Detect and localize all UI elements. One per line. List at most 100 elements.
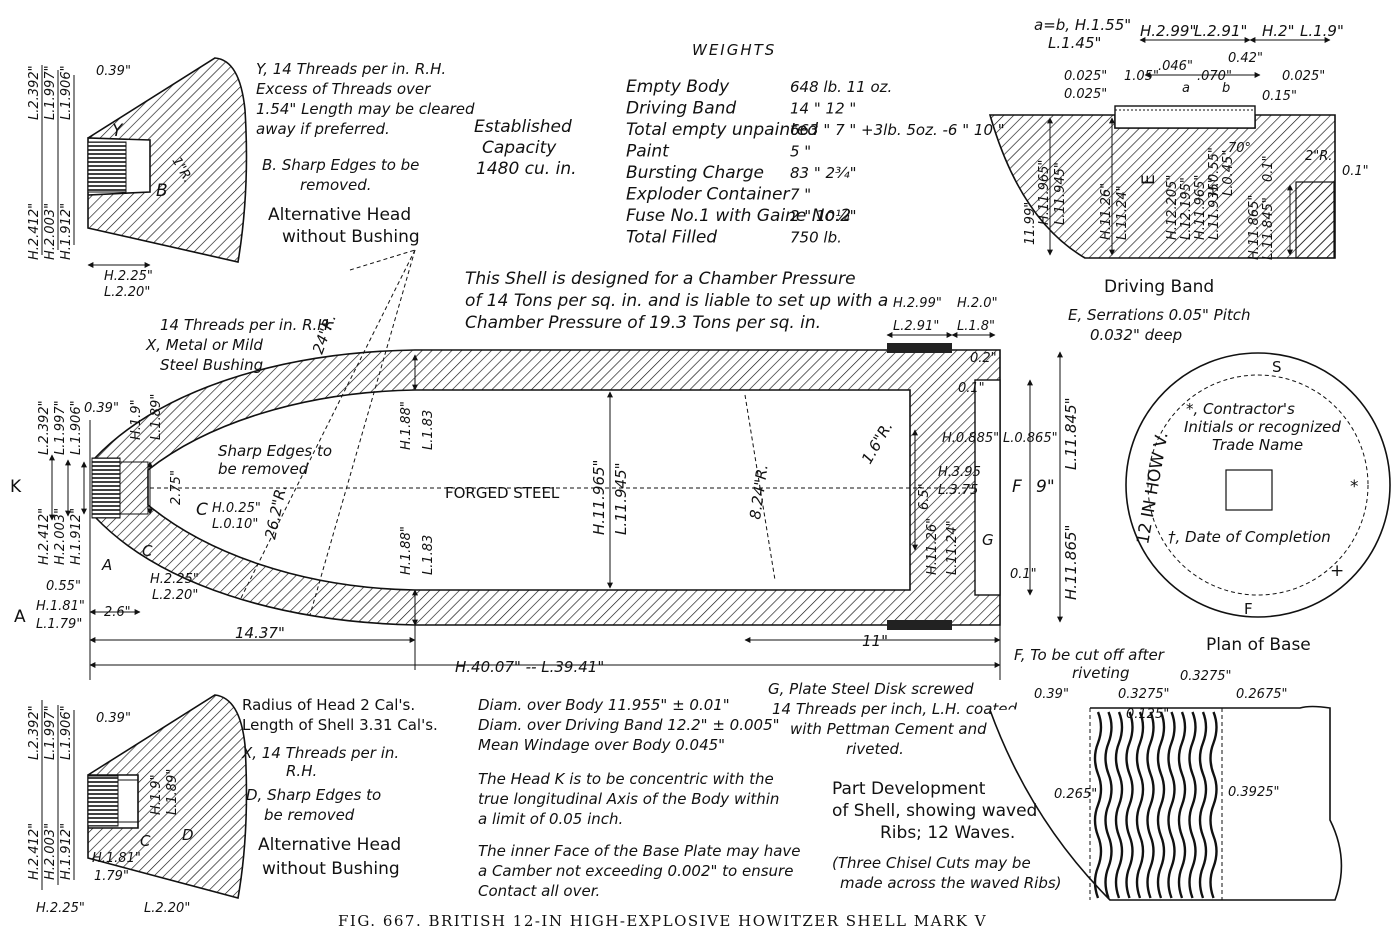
dev-title: Ribs; 12 Waves. xyxy=(880,823,1015,843)
rib xyxy=(1188,711,1197,899)
note-b: removed. xyxy=(300,176,372,194)
weight-value: 750 lb. xyxy=(790,229,842,247)
body-dim: L.1.83 xyxy=(421,410,436,450)
center-note: Diam. over Driving Band 12.2" ± 0.005" xyxy=(478,716,780,734)
c-label: C xyxy=(140,832,151,850)
db-dim: L.11.945" xyxy=(1053,162,1068,225)
note-y: away if preferred. xyxy=(256,120,390,138)
weight-value: 648 lb. 11 oz. xyxy=(790,78,892,96)
c-note: L.0.10" xyxy=(212,517,258,532)
base-dim: H.3.95 xyxy=(938,465,981,480)
plan-of-base-title: Plan of Base xyxy=(1206,635,1311,655)
weight-item: Bursting Charge xyxy=(626,163,764,183)
db-dim: 0.025" xyxy=(1282,69,1325,84)
body-dim: H.1.88" xyxy=(399,401,414,450)
alt-head-title: without Bushing xyxy=(262,859,400,879)
dev-dim: 0.39" xyxy=(1034,687,1069,702)
weight-value: 14 " 12 " xyxy=(790,100,856,118)
b-label: B xyxy=(156,181,168,201)
rib xyxy=(1209,711,1218,899)
db-dim: .046" xyxy=(1158,59,1193,74)
radius-label: 8.24"R. xyxy=(746,463,772,520)
sharp-edges-note: Sharp Edges to xyxy=(218,442,332,460)
radius-label: 1.6"R. xyxy=(858,418,897,467)
head-dim: H.2.003" xyxy=(53,508,68,565)
bl-text: D, Sharp Edges to xyxy=(246,786,381,804)
alt-head-title: Alternative Head xyxy=(268,205,411,225)
c-note: H.0.25" xyxy=(212,501,261,516)
main-shell-section xyxy=(49,249,1063,680)
note-x-line: Steel Bushing xyxy=(160,356,263,374)
waved-ribs xyxy=(1093,711,1218,899)
db-dim: H.12.205" xyxy=(1165,175,1180,240)
capacity-line: 1480 cu. in. xyxy=(476,159,577,179)
db-dim: 0.15" xyxy=(1262,89,1297,104)
head-dim: L.1.89" xyxy=(149,394,164,440)
capacity-line: Capacity xyxy=(482,138,557,158)
head-dim: H.1.81" xyxy=(36,599,85,614)
a-label: a xyxy=(1182,81,1190,96)
c-label: C xyxy=(196,500,208,520)
dev-dim: 0.3275" xyxy=(1118,687,1169,702)
rib xyxy=(1146,711,1155,899)
base-mark: * xyxy=(1350,477,1359,497)
bl-dim: 1.79" xyxy=(94,869,129,884)
bl-dim: H.1.9" xyxy=(149,774,164,815)
weight-item: Paint xyxy=(626,142,670,162)
note-g: with Pettman Cement and xyxy=(790,720,987,738)
head-dim: H.2.412" xyxy=(37,508,52,565)
weight-value: 7 " xyxy=(790,186,811,204)
rib xyxy=(1093,711,1103,899)
d-label: D xyxy=(182,826,194,844)
body-dim: H.1.88" xyxy=(399,526,414,575)
forged-steel-label: FORGED STEEL xyxy=(445,484,560,502)
pressure-line: Chamber Pressure of 19.3 Tons per sq. in… xyxy=(465,313,821,333)
note-star: Initials or recognized xyxy=(1184,418,1341,436)
weight-item: Total Filled xyxy=(626,228,717,248)
band-dim: L.1.8" xyxy=(957,319,995,334)
note-g: riveted. xyxy=(846,740,904,758)
db-dim: 0.025" xyxy=(1064,87,1107,102)
db-dim: H.0.55" xyxy=(1207,147,1222,196)
k-label: K xyxy=(10,477,22,497)
dev-chisel: (Three Chisel Cuts may be xyxy=(832,854,1031,872)
db-dim: L.0.45" xyxy=(1221,150,1236,196)
note-f: riveting xyxy=(1072,664,1130,682)
rib xyxy=(1104,711,1113,899)
weight-value: 663 " 7 " +3lb. 5oz. -6 " 10 " xyxy=(790,121,1005,139)
bl-dim: L.1.89" xyxy=(165,769,180,815)
b-label: b xyxy=(1222,81,1230,96)
rib xyxy=(1135,711,1145,899)
bl-dim: H.2.003" xyxy=(43,823,58,880)
db-dim: L.11.24" xyxy=(1115,185,1130,240)
tl-dim: 0.39" xyxy=(96,64,131,79)
head-dim: H.1.9" xyxy=(129,399,144,440)
db-dim: 0.42" xyxy=(1228,51,1263,66)
bl-dim: H.1.81" xyxy=(92,851,141,866)
base-dim: H.0.885" xyxy=(942,431,999,446)
base-dim: 6.5" xyxy=(917,483,932,510)
note-y: 1.54" Length may be cleared xyxy=(256,100,475,118)
tl-dim: H.2.25" xyxy=(104,269,153,284)
db-dim: .070" xyxy=(1197,69,1232,84)
note-star: *, Contractor's xyxy=(1186,400,1295,418)
head-dim: 2.6" xyxy=(104,605,131,620)
db-dim: H.2.99" xyxy=(1140,22,1196,40)
note-f: F, To be cut off after xyxy=(1014,646,1165,664)
a-label: A xyxy=(101,556,112,574)
tl-dim: H.2.003" xyxy=(43,203,58,260)
rib xyxy=(1167,711,1176,899)
plan-of-base: 12 IN HOW V. *, Contractor's Initials or… xyxy=(1125,352,1391,655)
tl-dim: L.1.906" xyxy=(59,65,74,120)
weight-item: Empty Body xyxy=(626,77,730,97)
base-dim: 0.2" xyxy=(970,351,997,366)
dev-dim: 0.2675" xyxy=(1236,687,1287,702)
center-note: true longitudinal Axis of the Body withi… xyxy=(478,790,779,808)
base-dim: L.11.845" xyxy=(1062,397,1080,470)
note-x-line: 14 Threads per in. R.H. xyxy=(160,316,333,334)
weight-item: Driving Band xyxy=(626,99,736,119)
bl-dim: L.1.906" xyxy=(59,705,74,760)
base-dim: L.0.865" xyxy=(1003,431,1058,446)
base-dim: 0.1" xyxy=(1010,567,1037,582)
head-thread xyxy=(91,457,121,519)
